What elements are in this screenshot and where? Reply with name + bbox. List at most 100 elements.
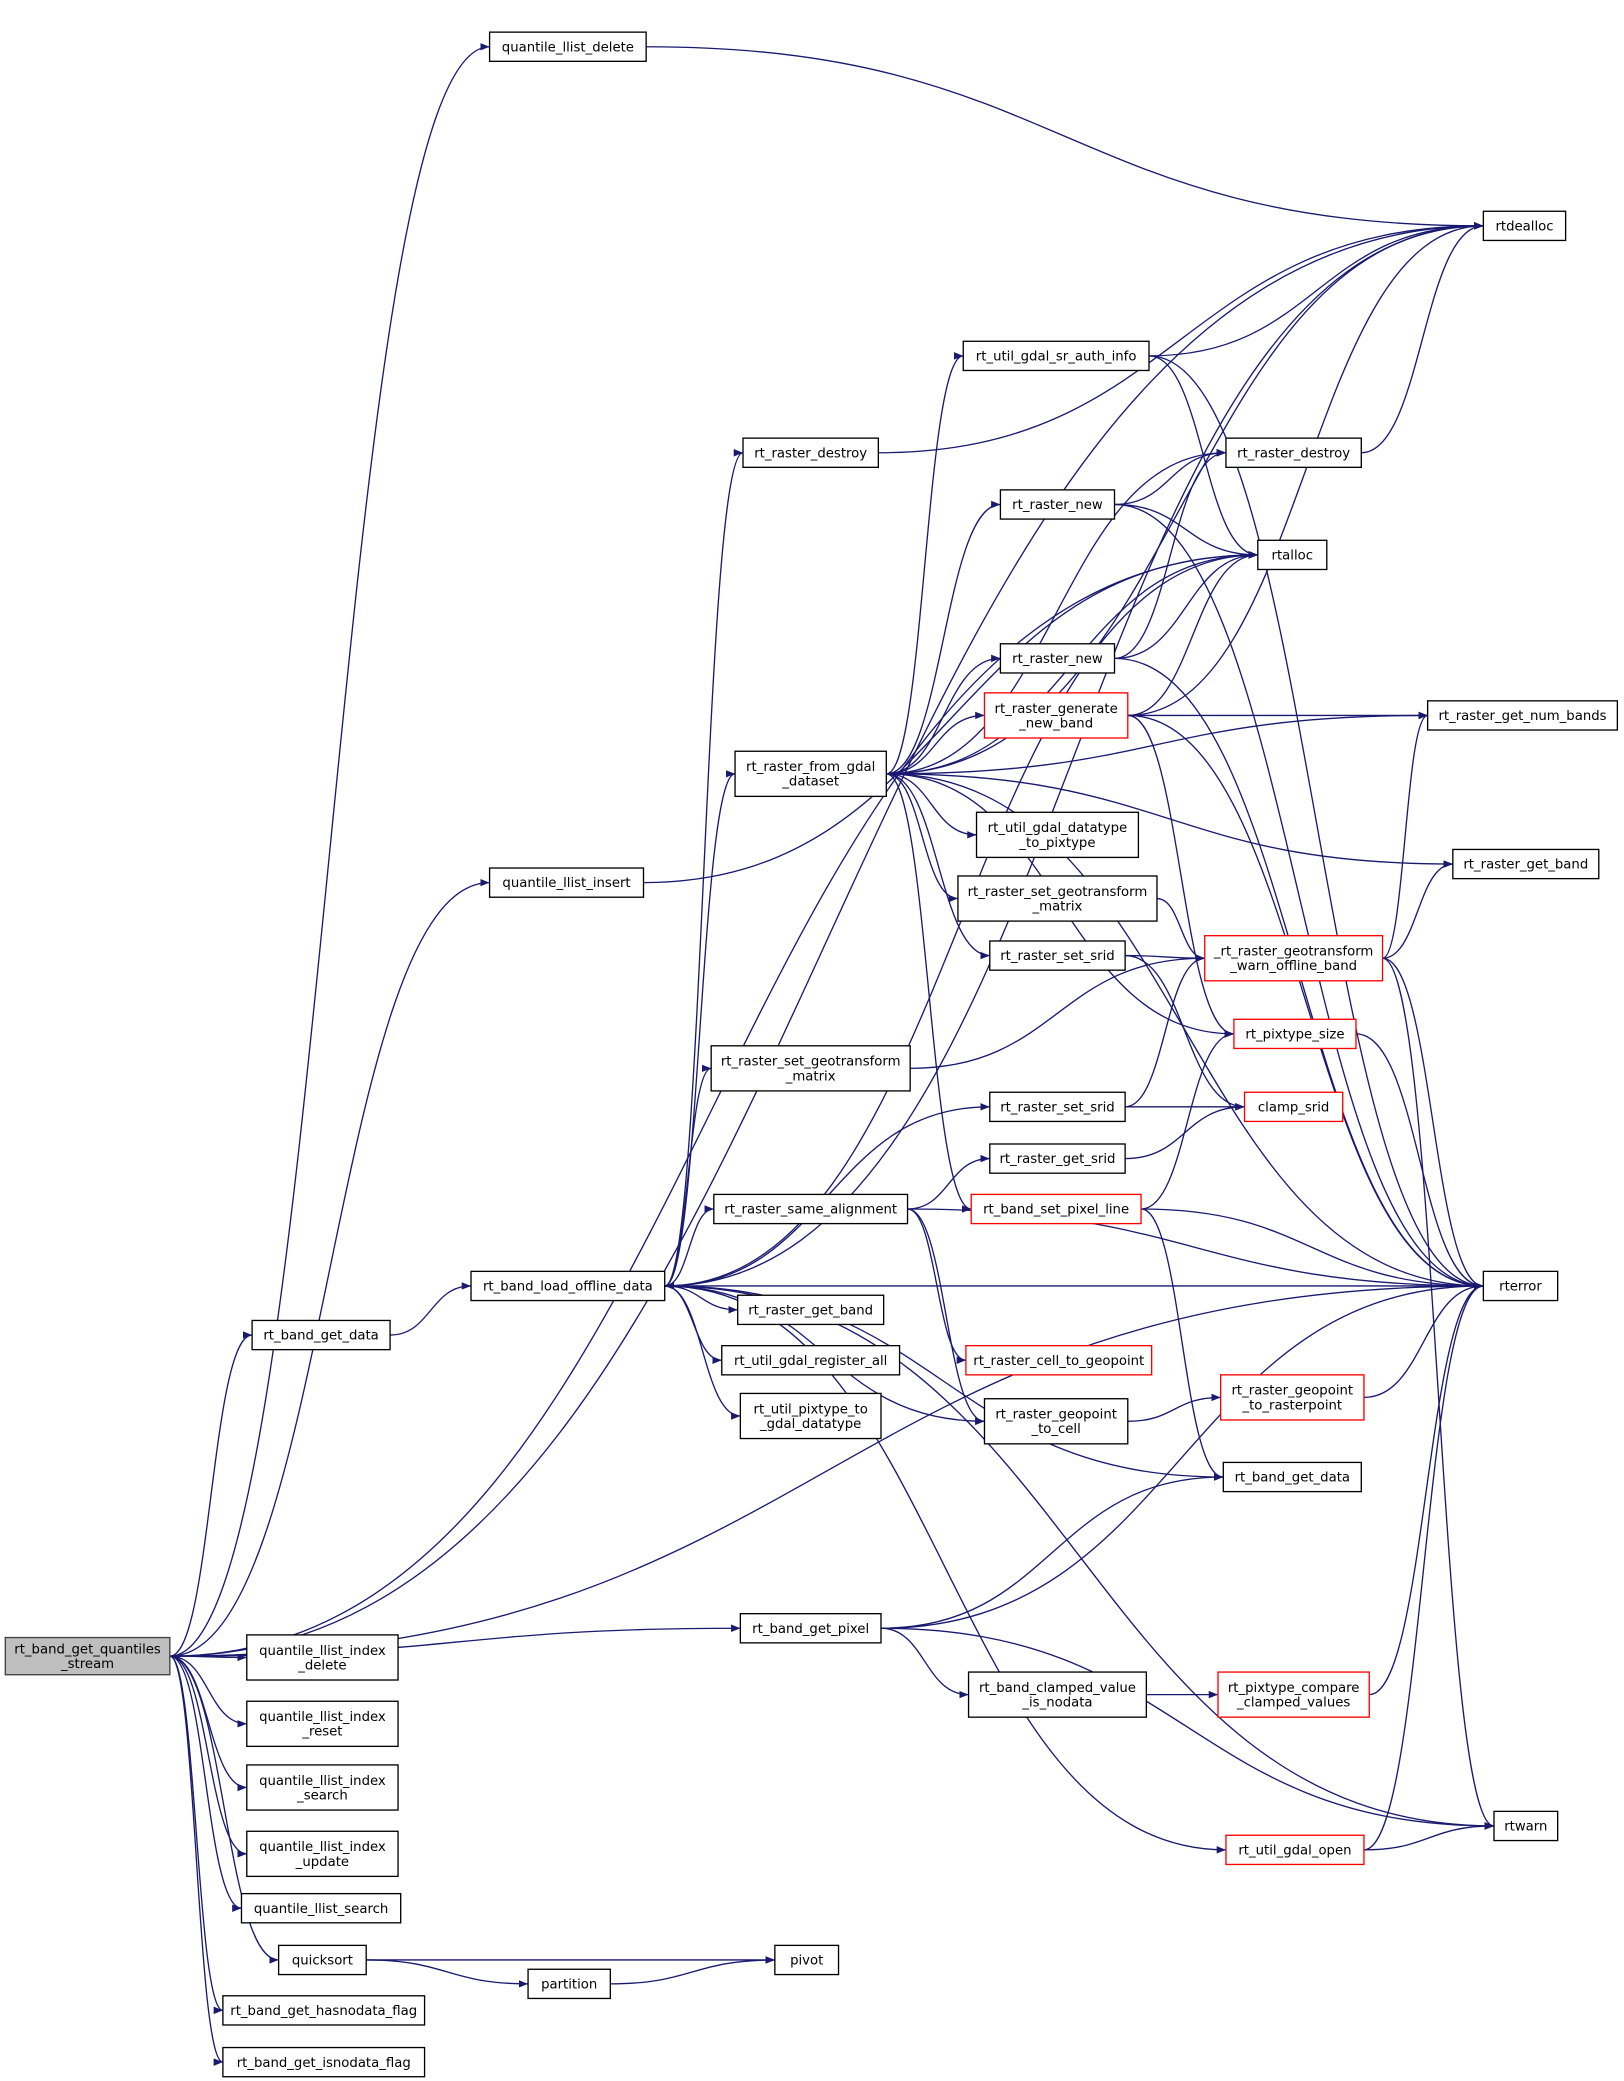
graph-node-fromgdal[interactable]: rt_raster_from_gdal_dataset xyxy=(734,750,887,798)
graph-node-destroyR[interactable]: rt_raster_destroy xyxy=(1225,437,1362,468)
node-label: quantile_llist_index xyxy=(259,1840,386,1855)
edge-genband-to-rterror xyxy=(1127,714,1484,1290)
graph-node-qdel[interactable]: quantile_llist_delete xyxy=(488,31,647,62)
graph-node-main: rt_band_get_quantiles_stream xyxy=(4,1636,171,1676)
graph-node-qins[interactable]: quantile_llist_insert xyxy=(488,867,645,898)
node-label: _gdal_datatype xyxy=(759,1417,861,1432)
node-box xyxy=(246,1700,399,1748)
edge-getpixel-to-clampednd xyxy=(880,1627,969,1699)
node-box xyxy=(1482,1270,1559,1302)
node-label: _matrix xyxy=(1032,899,1083,914)
graph-node-pix2gdal[interactable]: rt_util_pixtype_to_gdal_datatype xyxy=(739,1392,882,1440)
edge-setgtL-to-warnoff xyxy=(910,954,1205,1070)
graph-node-genband[interactable]: rt_raster_generate_new_band xyxy=(983,692,1129,739)
graph-node-setpixline[interactable]: rt_band_set_pixel_line xyxy=(970,1193,1142,1225)
node-label: rtalloc xyxy=(1272,549,1314,564)
graph-node-loadoff[interactable]: rt_band_load_offline_data xyxy=(470,1270,666,1302)
graph-node-newU[interactable]: rt_raster_new xyxy=(999,489,1116,520)
node-box xyxy=(1225,1834,1365,1866)
edge-main-to-rtalloc xyxy=(169,551,1258,1657)
node-box xyxy=(470,1270,666,1302)
edge-warnoff-to-rtwarn xyxy=(1382,957,1495,1830)
node-label: _delete xyxy=(297,1658,346,1673)
graph-node-clampednd[interactable]: rt_band_clamped_value_is_nodata xyxy=(967,1671,1148,1718)
edge-geo2raster-to-rterror xyxy=(1363,1282,1484,1399)
node-box xyxy=(246,1764,399,1811)
edge-newL-to-destroyR xyxy=(1114,449,1226,660)
graph-node-setsridU[interactable]: rt_raster_set_srid xyxy=(989,940,1126,971)
graph-node-isnodata[interactable]: rt_band_get_isnodata_flag xyxy=(222,2046,426,2078)
graph-node-regall[interactable]: rt_util_gdal_register_all xyxy=(721,1345,901,1376)
graph-node-pixsize[interactable]: rt_pixtype_size xyxy=(1233,1018,1357,1050)
graph-node-setgtL[interactable]: rt_raster_set_geotransform_matrix xyxy=(710,1045,911,1092)
edge-fromgdal-to-setsridU xyxy=(886,773,990,960)
graph-node-srauth[interactable]: rt_util_gdal_sr_auth_info xyxy=(962,340,1150,372)
node-box xyxy=(277,1944,367,1976)
edge-fromgdal-to-destroyR xyxy=(886,449,1226,775)
edge-geo2cell-to-geo2raster xyxy=(1127,1393,1221,1422)
graph-node-hasnodata[interactable]: rt_band_get_hasnodata_flag xyxy=(222,1995,426,2026)
node-label: partition xyxy=(541,1977,597,1992)
node-label: rterror xyxy=(1499,1280,1542,1295)
graph-node-rtdealloc[interactable]: rtdealloc xyxy=(1482,210,1567,242)
graph-node-quicksort[interactable]: quicksort xyxy=(277,1944,367,1976)
graph-node-getdataR[interactable]: rt_band_get_data xyxy=(1222,1461,1362,1493)
graph-node-warnoff[interactable]: _rt_raster_geotransform_warn_offline_ban… xyxy=(1204,935,1384,982)
graph-node-idxdel[interactable]: quantile_llist_index_delete xyxy=(246,1634,399,1681)
graph-node-idxreset[interactable]: quantile_llist_index_reset xyxy=(246,1700,399,1748)
graph-node-setsridL[interactable]: rt_raster_set_srid xyxy=(989,1091,1126,1123)
graph-node-getdataL[interactable]: rt_band_get_data xyxy=(251,1319,391,1351)
edge-setgtU-to-warnoff xyxy=(1156,897,1205,962)
node-box xyxy=(999,643,1116,674)
graph-node-getpixel[interactable]: rt_band_get_pixel xyxy=(739,1613,882,1644)
graph-node-rtalloc[interactable]: rtalloc xyxy=(1257,539,1328,571)
node-box xyxy=(989,1143,1126,1174)
graph-node-setgtU[interactable]: rt_raster_set_geotransform_matrix xyxy=(957,875,1158,922)
node-box xyxy=(1219,1374,1365,1421)
nodes: rt_band_get_quantiles_stream quantile_lli… xyxy=(4,31,1619,2078)
graph-node-cmpclamped[interactable]: rt_pixtype_compare_clamped_values xyxy=(1217,1671,1370,1718)
edge-fromgdal-to-rtdealloc xyxy=(886,222,1484,775)
edge-srauth-to-rtalloc xyxy=(1149,355,1258,559)
graph-node-idxupdate[interactable]: quantile_llist_index_update xyxy=(246,1830,399,1878)
graph-node-qsearch[interactable]: quantile_llist_search xyxy=(240,1892,402,1924)
graph-node-newL[interactable]: rt_raster_new xyxy=(999,643,1116,674)
graph-node-cell2geo[interactable]: rt_raster_cell_to_geopoint xyxy=(965,1345,1153,1376)
node-label: _warn_offline_band xyxy=(1229,959,1357,974)
node-label: rt_raster_destroy xyxy=(754,446,867,461)
graph-node-numbands[interactable]: rt_raster_get_num_bands xyxy=(1426,700,1619,731)
graph-node-geo2cell[interactable]: rt_raster_geopoint_to_cell xyxy=(983,1398,1129,1445)
graph-node-getsrid[interactable]: rt_raster_get_srid xyxy=(989,1143,1126,1174)
edge-getpixel-to-getdataR xyxy=(880,1473,1224,1629)
graph-node-clamp[interactable]: clamp_srid xyxy=(1243,1091,1344,1123)
edge-fromgdal-to-getbandR xyxy=(886,773,1453,868)
graph-node-getbandL[interactable]: rt_raster_get_band xyxy=(737,1294,885,1326)
graph-node-pivot[interactable]: pivot xyxy=(774,1944,840,1976)
node-box xyxy=(1426,700,1619,731)
graph-node-rterror[interactable]: rterror xyxy=(1482,1270,1559,1302)
graph-node-partition[interactable]: partition xyxy=(527,1968,611,2000)
graph-node-geo2raster[interactable]: rt_raster_geopoint_to_rasterpoint xyxy=(1219,1374,1365,1421)
node-box xyxy=(970,1193,1142,1225)
edge-main-to-getdataL xyxy=(169,1331,253,1657)
node-box xyxy=(975,811,1140,859)
graph-node-gdalopen[interactable]: rt_util_gdal_open xyxy=(1225,1834,1365,1866)
graph-node-getbandR[interactable]: rt_raster_get_band xyxy=(1452,848,1600,880)
node-box xyxy=(989,1091,1126,1123)
node-box xyxy=(1204,935,1384,982)
graph-node-dt2pix[interactable]: rt_util_gdal_datatype_to_pixtype xyxy=(975,811,1140,859)
edge-fromgdal-to-srauth xyxy=(886,352,964,775)
graph-node-rtwarn[interactable]: rtwarn xyxy=(1493,1810,1559,1842)
edge-newU-to-destroyR xyxy=(1114,449,1226,506)
edge-main-to-qsearch xyxy=(169,1655,242,1912)
edge-newL-to-rtalloc xyxy=(1114,551,1258,660)
node-box xyxy=(1482,210,1567,242)
node-box xyxy=(737,1294,885,1326)
graph-node-idxsearch[interactable]: quantile_llist_index_search xyxy=(246,1764,399,1811)
edge-qdel-to-rtdealloc xyxy=(646,46,1484,230)
graph-node-destroyL[interactable]: rt_raster_destroy xyxy=(742,437,880,468)
graph-node-samealign[interactable]: rt_raster_same_alignment xyxy=(713,1193,909,1225)
edge-newU-to-rterror xyxy=(1114,503,1484,1290)
edge-main-to-quicksort xyxy=(169,1655,279,1964)
node-box xyxy=(983,692,1129,739)
